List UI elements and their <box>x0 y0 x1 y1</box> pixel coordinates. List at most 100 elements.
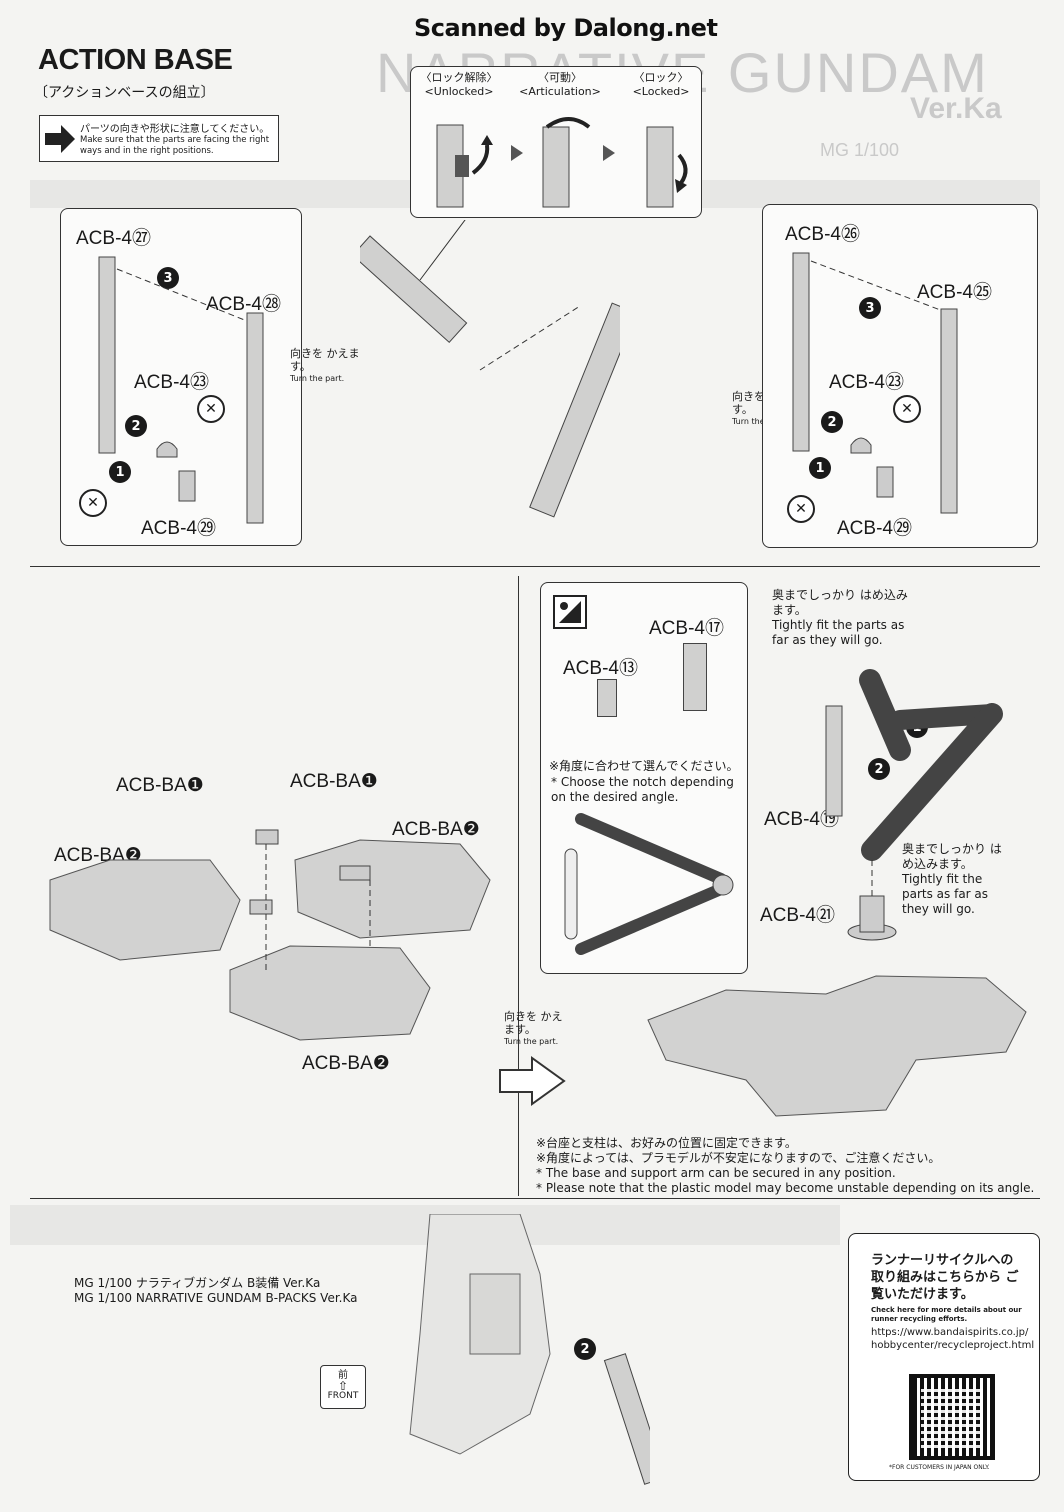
front-indicator: 前 ⇧ FRONT <box>320 1365 366 1409</box>
right-parts-drawing <box>792 252 958 514</box>
mode-articulation-en: <Articulation> <box>519 85 601 98</box>
base-label-ba1-right: ACB-BA❶ <box>290 771 378 792</box>
arm-fit-note-1: 奥までしっかり はめ込みます。 Tightly fit the parts as… <box>772 588 912 648</box>
model-name: MG 1/100 ナラティブガンダム B装備 Ver.Ka MG 1/100 N… <box>74 1276 357 1306</box>
footnote-2: ※角度によっては、プラモデルが不安定になりますので、ご注意ください。 <box>536 1151 941 1165</box>
left-assembly-panel: ACB-4㉗ ACB-4㉘ ACB-4㉓ ACB-4㉙ 3 2 1 ✕ ✕ <box>60 208 302 546</box>
turn-part-left-jp: 向きを かえます。 <box>290 347 360 373</box>
recycle-jp: ランナーリサイクルへの 取り組みはこちらから ご覧いただけます。 <box>871 1253 1019 1302</box>
mode-unlocked: 〈ロック解除〉 <Unlocked> <box>419 71 499 99</box>
turn-part-left: 向きを かえます。 Turn the part. <box>290 347 360 384</box>
model-name-en: MG 1/100 NARRATIVE GUNDAM B-PACKS Ver.Ka <box>74 1291 358 1305</box>
footnote-3: * The base and support arm can be secure… <box>536 1166 896 1180</box>
turn-part-right-en: Turn the part. <box>732 417 787 426</box>
arm-label-21: ACB-4㉑ <box>760 905 835 926</box>
right-label-25: ACB-4㉕ <box>917 282 992 303</box>
caution-en: Make sure that the parts are facing the … <box>80 135 270 156</box>
ghost-band-bottom <box>10 1205 840 1245</box>
right-step-1: 1 <box>809 457 831 479</box>
left-step-2: 2 <box>125 415 147 437</box>
angle-icon <box>559 601 581 623</box>
mode-locked-jp: 〈ロック〉 <box>633 71 689 84</box>
footnote-1: ※台座と支柱は、お好みの位置に固定できます。 <box>536 1136 797 1150</box>
footnotes: ※台座と支柱は、お好みの位置に固定できます。 ※角度によっては、プラモデルが不安… <box>536 1136 1046 1196</box>
left-label-28: ACB-4㉘ <box>206 294 281 315</box>
ghost-ver: Ver.Ka <box>910 92 1002 125</box>
qr-code[interactable] <box>909 1374 995 1460</box>
notch-select-box: ACB-4⑰ ACB-4⑬ ※角度に合わせて選んでください。 * Choose … <box>540 582 748 974</box>
arm-label-19: ACB-4⑲ <box>764 809 839 830</box>
mode-articulation: 〈可動〉 <Articulation> <box>515 71 605 99</box>
mode-locked: 〈ロック〉 <Locked> <box>621 71 701 99</box>
turn-part-bottom-jp: 向きを かえます。 <box>504 1010 563 1036</box>
base-label-ba2-bottom: ACB-BA❷ <box>302 1053 390 1074</box>
page-title: ACTION BASE <box>38 44 233 76</box>
right-label-23: ACB-4㉓ <box>829 372 904 393</box>
notch-part-13 <box>597 679 617 717</box>
caution-arrow-icon <box>45 125 75 153</box>
no-entry-icon: ✕ <box>893 395 921 423</box>
divider-horizontal-top <box>30 566 1040 567</box>
no-entry-icon: ✕ <box>79 489 107 517</box>
front-arrow-icon: ⇧ <box>337 1379 349 1393</box>
front-en: FRONT <box>327 1391 359 1401</box>
big-arrow-icon <box>498 1056 566 1110</box>
turn-part-left-en: Turn the part. <box>290 374 345 383</box>
arm-fit-2-en: Tightly fit the parts as far as they wil… <box>902 872 989 916</box>
notch-note-en: * Choose the notch depending on the desi… <box>551 775 734 804</box>
joint-modes-box: 〈ロック解除〉 <Unlocked> 〈可動〉 <Articulation> 〈… <box>410 66 702 218</box>
base-plates-drawing <box>49 829 491 1041</box>
center-arm-drawing <box>360 220 620 518</box>
mode-articulation-jp: 〈可動〉 <box>538 71 582 84</box>
model-step-2: 2 <box>574 1338 596 1360</box>
arm-fit-2-jp: 奥までしっかり はめ込みます。 <box>902 842 1002 871</box>
notch-icon <box>553 595 587 629</box>
notch-label-13: ACB-4⑬ <box>563 658 638 679</box>
base-label-ba1-left: ACB-BA❶ <box>116 775 204 796</box>
recycle-url[interactable]: https://www.bandaispirits.co.jp/ hobbyce… <box>871 1327 1035 1351</box>
left-label-23: ACB-4㉓ <box>134 372 209 393</box>
right-assembly-panel: ACB-4㉖ ACB-4㉕ ACB-4㉓ ACB-4㉙ 3 2 1 ✕ ✕ <box>762 204 1038 548</box>
model-name-jp: MG 1/100 ナラティブガンダム B装備 Ver.Ka <box>74 1276 321 1290</box>
arm-drawing <box>825 669 1003 941</box>
recycle-en: Check here for more details about our ru… <box>871 1306 1022 1323</box>
left-label-29: ACB-4㉙ <box>141 518 216 539</box>
notch-part-17 <box>683 643 707 711</box>
right-label-29: ACB-4㉙ <box>837 518 912 539</box>
arm-fit-1-jp: 奥までしっかり はめ込みます。 <box>772 588 908 617</box>
right-label-26: ACB-4㉖ <box>785 224 860 245</box>
recycle-box: ランナーリサイクルへの 取り組みはこちらから ご覧いただけます。 Check h… <box>848 1233 1040 1481</box>
no-entry-icon: ✕ <box>787 495 815 523</box>
mode-locked-en: <Locked> <box>632 85 690 98</box>
joint-modes-drawing <box>436 117 688 208</box>
arm-fit-1-en: Tightly fit the parts as far as they wil… <box>772 618 905 647</box>
divider-vertical <box>518 576 519 1196</box>
notch-label-17: ACB-4⑰ <box>649 618 724 639</box>
mode-unlocked-jp: 〈ロック解除〉 <box>420 71 498 84</box>
turn-part-bottom-en: Turn the part. <box>504 1037 559 1046</box>
watermark: Scanned by Dalong.net <box>410 14 722 42</box>
arm-fit-note-2: 奥までしっかり はめ込みます。 Tightly fit the parts as… <box>902 842 1002 917</box>
base-label-ba2-right: ACB-BA❷ <box>392 819 480 840</box>
assembled-base-drawing <box>647 975 1027 1117</box>
gundam-drawing <box>409 1214 650 1485</box>
divider-horizontal-bottom <box>30 1198 1040 1199</box>
right-step-3: 3 <box>859 297 881 319</box>
left-label-27: ACB-4㉗ <box>76 228 151 249</box>
turn-part-bottom: 向きを かえます。 Turn the part. <box>504 1010 564 1047</box>
arm-step-2: 2 <box>868 758 890 780</box>
caution-box: パーツの向きや形状に注意してください。 Make sure that the p… <box>39 115 279 162</box>
notch-note-jp: ※角度に合わせて選んでください。 <box>549 759 739 773</box>
left-step-3: 3 <box>157 267 179 289</box>
footnote-4: * Please note that the plastic model may… <box>536 1181 1035 1195</box>
left-parts-drawing <box>98 256 264 524</box>
right-step-2: 2 <box>821 411 843 433</box>
ghost-mg: MG 1/100 <box>820 140 900 160</box>
recycle-footer: *FOR CUSTOMERS IN JAPAN ONLY. <box>889 1464 990 1471</box>
left-step-1: 1 <box>109 461 131 483</box>
no-entry-icon: ✕ <box>197 395 225 423</box>
mode-unlocked-en: <Unlocked> <box>424 85 494 98</box>
front-jp: 前 <box>338 1370 348 1381</box>
notch-angle-drawing <box>564 813 734 955</box>
page-subtitle: 〔アクションベースの組立〕 <box>34 85 215 101</box>
